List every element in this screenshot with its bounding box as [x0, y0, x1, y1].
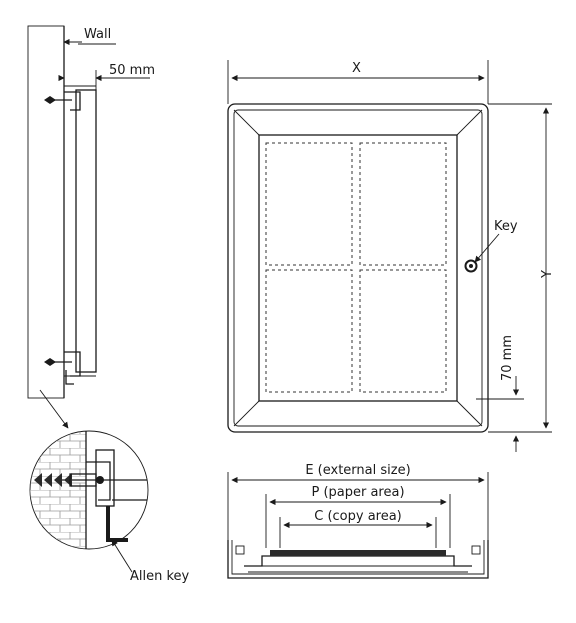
key-lock-icon [464, 259, 478, 273]
sheet-area [265, 269, 353, 393]
key-label: Key [494, 219, 518, 234]
paper-area-label: P (paper area) [311, 485, 404, 500]
sheet-area [359, 142, 447, 266]
external-size-label: E (external size) [305, 463, 410, 478]
bottom-bracket-icon [44, 351, 81, 385]
sheet-area [359, 269, 447, 393]
wall-side-view: Wall 50 mm [27, 25, 155, 429]
frame-profile [227, 540, 489, 579]
height-label: Y [540, 270, 555, 279]
wall-label: Wall [84, 27, 111, 42]
copy-area-label: C (copy area) [314, 509, 402, 524]
top-bracket-icon [44, 91, 81, 111]
allen-key-icon [106, 506, 128, 542]
section-view: E (external size) P (paper area) C (copy… [227, 463, 489, 579]
sheet-area [265, 142, 353, 266]
board-side-profile [75, 89, 97, 373]
allen-key-detail: Allen key [29, 430, 190, 584]
bottom-offset-label: 70 mm [500, 335, 515, 381]
width-label: X [352, 61, 361, 76]
offset-label: 50 mm [109, 63, 155, 78]
board-frame [227, 103, 489, 433]
brick-wall [27, 25, 65, 399]
front-view: X Key Y 70 mm [227, 60, 555, 452]
allen-key-label: Allen key [130, 569, 190, 584]
